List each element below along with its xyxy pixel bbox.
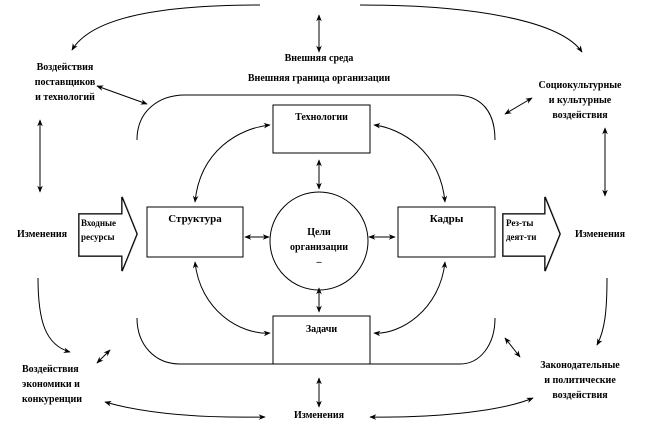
changes-bottom: Изменения xyxy=(293,410,345,421)
economy-influence: Воздействия экономики и конкуренции xyxy=(22,362,102,407)
label-line: и технологий xyxy=(35,92,95,103)
structure-label: Структура xyxy=(168,213,222,225)
label-line: деят-ти xyxy=(506,232,537,242)
technology-label: Технологии xyxy=(295,112,348,123)
label-line: воздействия xyxy=(552,110,608,121)
legal-influence: Законодательные и политические воздейств… xyxy=(530,358,630,403)
label-line: – xyxy=(316,257,322,268)
input-resources-label: Входные ресурсы xyxy=(81,216,125,244)
label-line: поставщиков xyxy=(34,77,96,88)
label-line: Социокультурные xyxy=(538,80,622,91)
label-line: ресурсы xyxy=(81,232,115,242)
label-line: и культурные xyxy=(548,95,612,106)
boundary-top xyxy=(136,94,496,141)
label-line: экономики и xyxy=(22,379,80,390)
label-line: Рез-ты xyxy=(506,218,534,228)
environment-boundary-label: Внешняя граница организации xyxy=(247,73,391,84)
staff-box xyxy=(397,206,496,258)
label-line: Воздействия xyxy=(36,62,94,73)
label-line: конкуренции xyxy=(22,394,83,405)
label-line: Цели xyxy=(307,227,331,238)
sociocultural-influence: Социокультурные и культурные воздействия xyxy=(530,78,630,123)
technology-box xyxy=(272,104,371,154)
label-line: Законодательные xyxy=(540,360,620,371)
changes-right: Изменения xyxy=(574,229,626,240)
label-line: и политические xyxy=(544,375,616,386)
tasks-box xyxy=(272,315,371,365)
label-line: организации xyxy=(290,242,348,253)
label-line: Воздействия xyxy=(22,364,79,375)
label-line: Входные xyxy=(81,218,117,228)
environment-title: Внешняя среда xyxy=(284,53,354,64)
output-results-label: Рез-ты деят-ти xyxy=(506,216,546,244)
suppliers-influence: Воздействия поставщиков и технологий xyxy=(20,60,110,105)
label-line: воздействия xyxy=(552,390,608,401)
structure-box xyxy=(146,206,244,258)
tasks-label: Задачи xyxy=(305,324,338,335)
changes-left: Изменения xyxy=(16,229,68,240)
goals-label: Цели организации – xyxy=(279,225,359,270)
staff-label: Кадры xyxy=(429,213,464,225)
